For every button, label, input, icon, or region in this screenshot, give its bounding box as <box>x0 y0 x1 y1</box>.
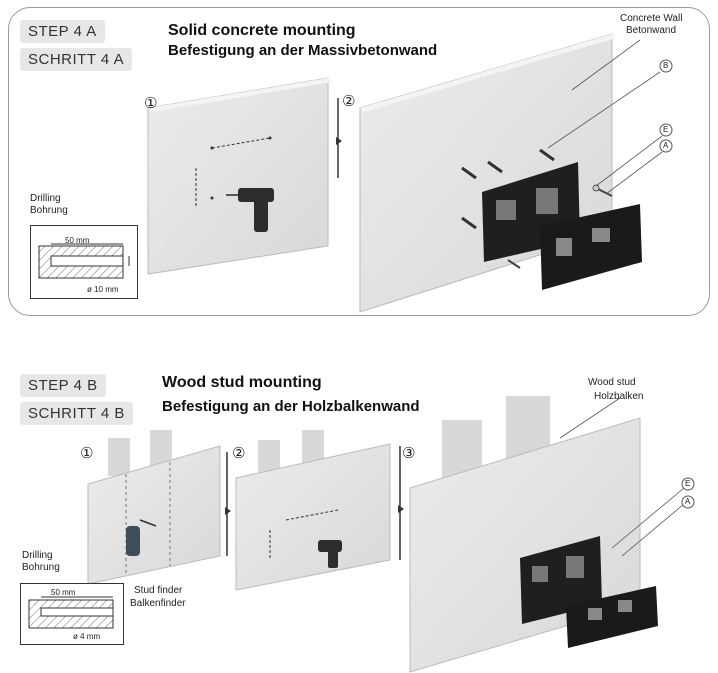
drill-icon <box>226 188 274 232</box>
part-label-a: A <box>663 141 669 150</box>
balkenfinder-label: Balkenfinder <box>130 598 186 609</box>
step-4b-label: STEP 4 B <box>20 374 106 397</box>
drill-depth-value: 50 mm <box>65 236 90 245</box>
wall-bracket-wood <box>520 536 658 648</box>
part-b-label-e: E <box>685 479 691 488</box>
panel-b-title-en: Wood stud mounting <box>162 374 322 391</box>
concrete-wall-label: Concrete Wall <box>620 13 683 24</box>
screws <box>507 184 613 269</box>
stud-finder-label: Stud finder <box>134 585 183 596</box>
step-b-number-3: ③ <box>402 444 416 462</box>
step-number-1: ① <box>144 94 158 112</box>
drill-depth-diagram: 50 mm ø 10 mm <box>30 225 138 299</box>
concrete-wall-step1 <box>147 77 332 275</box>
part-label-b: B <box>663 61 669 70</box>
betonwand-label: Betonwand <box>626 25 677 36</box>
step-b-number-2: ② <box>232 444 246 462</box>
panel-a-title-de: Befestigung an der Massivbetonwand <box>168 42 438 59</box>
schritt-4a-label: SCHRITT 4 A <box>20 48 133 71</box>
panel-b-title-de: Befestigung an der Holzbalkenwand <box>162 398 420 415</box>
drill-diameter-value-b: ø 4 mm <box>73 632 101 641</box>
wall-bracket <box>482 162 642 290</box>
bohrung-label: Bohrung <box>30 205 68 216</box>
schritt-4b-label: SCHRITT 4 B <box>20 402 133 425</box>
drill-diameter-value: ø 10 mm <box>87 285 119 294</box>
wood-wall-step1 <box>87 430 221 585</box>
step-b-number-1: ① <box>80 444 94 462</box>
step-number-2: ② <box>342 92 356 110</box>
drilling-b-label: Drilling <box>22 550 53 561</box>
step-4a-label: STEP 4 A <box>20 20 105 43</box>
stud-finder-icon <box>126 519 157 556</box>
part-b-label-a: A <box>685 497 691 506</box>
anchor-plugs <box>461 148 555 230</box>
drilling-label: Drilling <box>30 193 61 204</box>
wood-wall-step2 <box>235 430 391 591</box>
drill-depth-diagram-b: 50 mm ø 4 mm <box>20 583 124 645</box>
bohrung-b-label: Bohrung <box>22 562 60 573</box>
wood-stud-label: Wood stud <box>588 377 636 388</box>
panel-a-title-en: Solid concrete mounting <box>168 22 356 39</box>
holzbalken-label: Holzbalken <box>594 391 644 402</box>
part-label-e: E <box>663 125 669 134</box>
drill-depth-value-b: 50 mm <box>51 588 76 597</box>
